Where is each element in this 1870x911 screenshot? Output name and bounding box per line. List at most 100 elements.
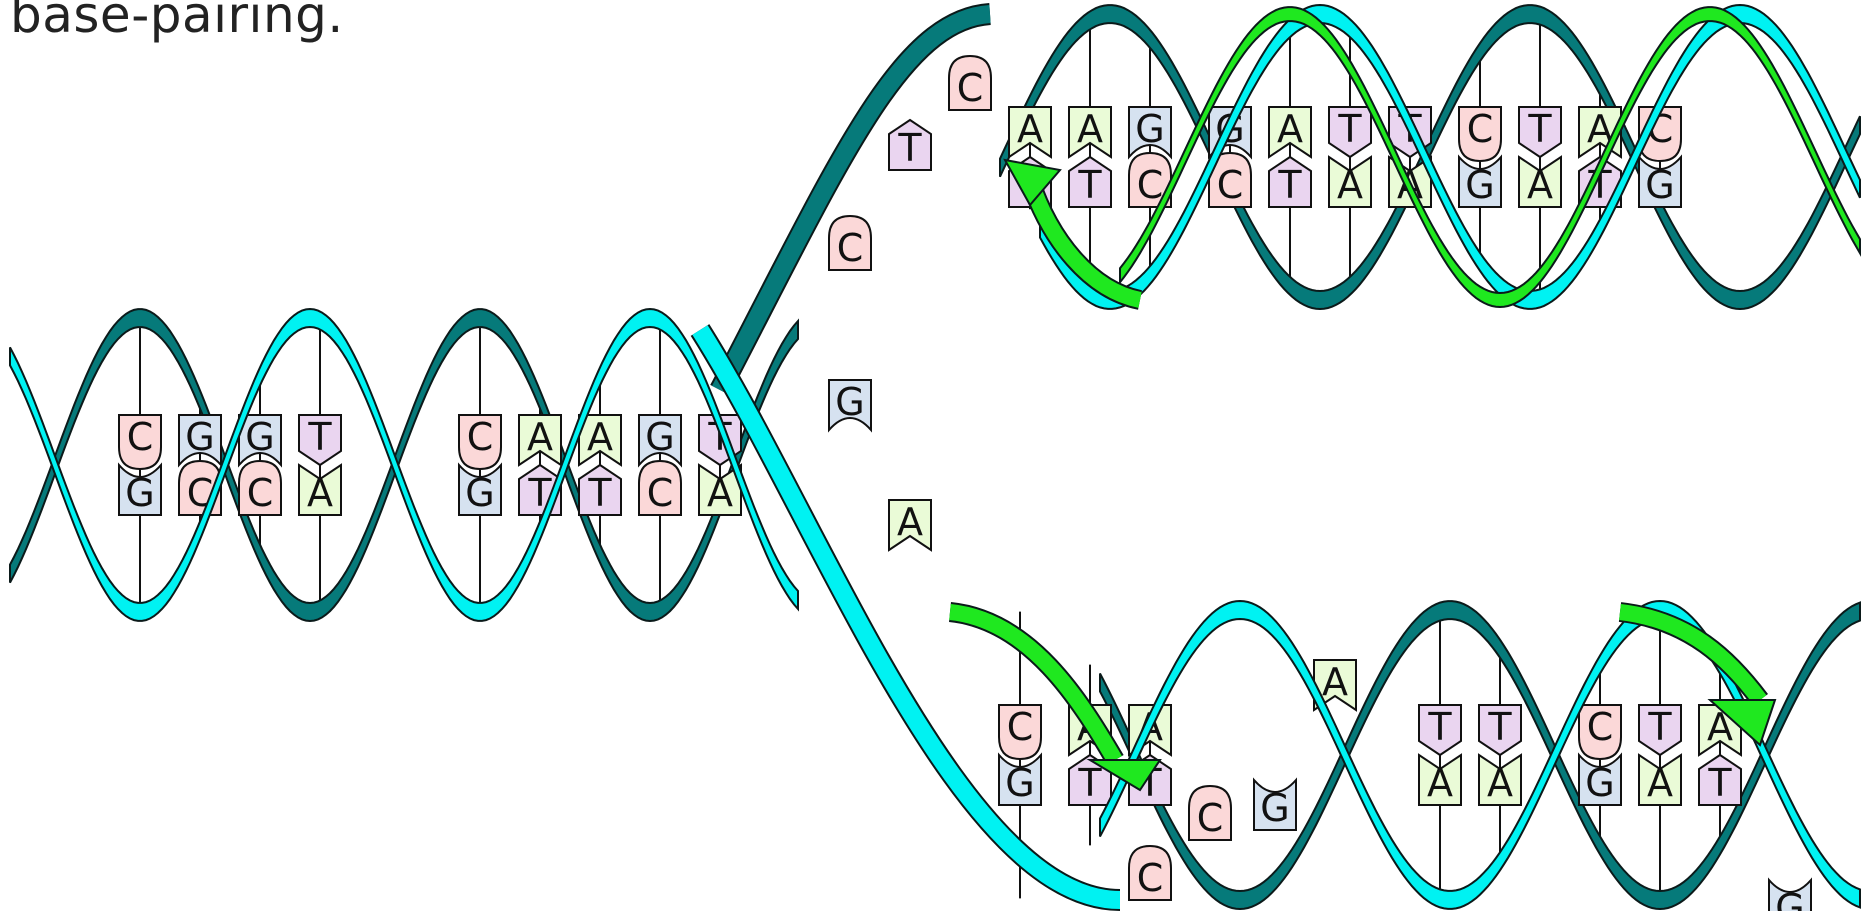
left-base-2-top: G [238, 414, 282, 468]
svg-text:A: A [587, 415, 613, 459]
svg-text:C: C [1587, 705, 1614, 749]
left-base-7-top: G [638, 414, 682, 468]
svg-text:G: G [465, 471, 494, 515]
left-base-3-top: T [298, 414, 342, 467]
svg-text:T: T [1707, 761, 1732, 805]
top-base-1-top: A [1068, 106, 1112, 159]
svg-text:T: T [1077, 761, 1102, 805]
top-base-1-bottom: T [1068, 155, 1112, 208]
svg-text:A: A [1337, 163, 1363, 207]
svg-text:G: G [185, 415, 214, 459]
arrow-icon [1619, 604, 1767, 705]
top-base-8-top: T [1518, 106, 1562, 159]
bottom-base-3-bottom: A [1418, 753, 1462, 806]
bottom-base-4-bottom: A [1478, 753, 1522, 806]
svg-text:T: T [897, 126, 922, 170]
svg-text:C: C [467, 415, 494, 459]
svg-text:A: A [1427, 761, 1453, 805]
bottom-base-5-top: C [1578, 704, 1622, 761]
svg-text:T: T [587, 471, 612, 515]
bottom-base-5-bottom: G [1578, 752, 1622, 806]
left-base-6-bottom: T [578, 463, 622, 516]
left-base-8-bottom: A [698, 463, 742, 516]
svg-text:G: G [1775, 886, 1804, 911]
top-base-10-bottom: G [1638, 154, 1682, 208]
top-base-5-top: T [1328, 106, 1372, 159]
top-base-7-bottom: G [1458, 154, 1502, 208]
fork-lower-base-1: A [888, 499, 932, 552]
svg-text:T: T [1277, 163, 1302, 207]
left-base-7-bottom: C [638, 459, 682, 516]
fork-upper-strand [712, 5, 991, 395]
svg-text:C: C [1197, 796, 1224, 840]
fork-upper-base-2: C [828, 214, 872, 271]
top-base-2-top: G [1128, 106, 1172, 160]
svg-text:T: T [1337, 107, 1362, 151]
top-base-7-top: C [1458, 106, 1502, 163]
svg-text:A: A [1077, 107, 1103, 151]
top-base-2-bottom: C [1128, 151, 1172, 208]
bottom-base-6-top: T [1638, 704, 1682, 757]
fork-upper-base-1: T [888, 118, 932, 171]
strands-back-layer [9, 4, 1861, 911]
bottom-unpaired-base-4: G [1768, 877, 1812, 911]
parent-strand-light [9, 307, 799, 622]
top-base-0-top: A [1008, 106, 1052, 159]
left-base-5-top: A [518, 414, 562, 467]
svg-text:G: G [1135, 107, 1164, 151]
top-base-4-top: A [1268, 106, 1312, 159]
svg-text:T: T [1077, 163, 1102, 207]
arrow-icon-head [1003, 158, 1062, 207]
bottom-base-4-top: T [1478, 704, 1522, 757]
svg-text:C: C [837, 226, 864, 270]
left-base-1-top: G [178, 414, 222, 468]
bases-layer: CGGCGCTACGATATGCTACTCGAATATGCGCATTATACGT… [118, 54, 1812, 911]
bottom-unpaired-base-0: C [1128, 844, 1172, 901]
svg-text:A: A [707, 471, 733, 515]
strands-front-layer [9, 3, 1861, 911]
svg-text:G: G [1260, 786, 1289, 830]
top-new-strand [1119, 6, 1861, 309]
caption: base-pairing. [10, 0, 344, 44]
bottom-strand-light [1099, 599, 1861, 910]
svg-text:A: A [527, 415, 553, 459]
left-base-3-bottom: A [298, 463, 342, 516]
bottom-base-0-bottom: G [998, 752, 1042, 806]
bottom-base-1-bottom: T [1068, 753, 1112, 806]
svg-text:A: A [1527, 163, 1553, 207]
svg-text:G: G [1585, 761, 1614, 805]
svg-text:C: C [1007, 705, 1034, 749]
svg-text:A: A [1322, 660, 1348, 704]
svg-text:A: A [1487, 761, 1513, 805]
left-base-0-top: C [118, 414, 162, 471]
bottom-strand-dark [1099, 600, 1861, 911]
svg-text:A: A [1017, 107, 1043, 151]
svg-text:G: G [1465, 163, 1494, 207]
top-base-4-bottom: T [1268, 155, 1312, 208]
svg-text:T: T [1527, 107, 1552, 151]
svg-text:G: G [1645, 163, 1674, 207]
top-base-3-bottom: C [1208, 151, 1252, 208]
left-base-4-top: C [458, 414, 502, 471]
arrow-icon-head [1707, 699, 1777, 747]
bottom-unpaired-base-1: C [1188, 784, 1232, 841]
left-base-4-bottom: G [458, 462, 502, 516]
left-base-2-bottom: C [238, 459, 282, 516]
svg-text:A: A [307, 471, 333, 515]
bottom-base-6-bottom: A [1638, 753, 1682, 806]
svg-text:G: G [645, 415, 674, 459]
left-base-0-bottom: G [118, 462, 162, 516]
arrow-icon [1022, 177, 1142, 308]
svg-text:C: C [247, 471, 274, 515]
bottom-unpaired-base-3: A [1313, 659, 1357, 712]
svg-text:C: C [1137, 163, 1164, 207]
bottom-base-3-top: T [1418, 704, 1462, 757]
svg-text:G: G [1005, 761, 1034, 805]
parent-strand-dark [9, 308, 799, 623]
bottom-base-7-bottom: T [1698, 753, 1742, 806]
fork-upper-base-0: C [948, 54, 992, 111]
top-base-5-bottom: A [1328, 155, 1372, 208]
arrow-icon-outline [1618, 602, 1768, 707]
top-base-8-bottom: A [1518, 155, 1562, 208]
